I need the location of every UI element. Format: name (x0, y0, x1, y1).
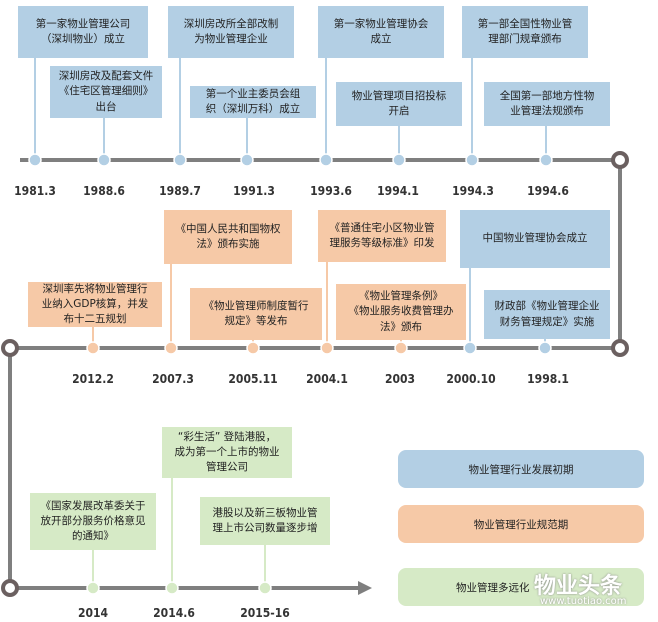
date-label: 2014.6 (153, 606, 195, 620)
timeline-arrowhead (358, 581, 372, 595)
timeline-node (164, 341, 178, 355)
date-label: 2015-16 (240, 606, 290, 620)
date-label: 2014 (77, 606, 109, 620)
date-label: 2000.10 (446, 372, 496, 386)
timeline-node (97, 153, 111, 167)
legend-item-early: 物业管理行业发展初期 (398, 450, 644, 488)
event-box: 《国家发展改革委关于 放开部分服务价格意见 的通知》 (30, 493, 156, 550)
timeline-corner-node (1, 339, 19, 357)
event-box: 财政部《物业管理企业 财务管理规定》实施 (484, 290, 610, 339)
date-label: 2004.1 (306, 372, 348, 386)
event-box: 深圳房改及配套文件 《住宅区管理细则》 出台 (50, 66, 162, 118)
event-box: “彩生活” 登陆港股， 成为第一个上市的物业 管理公司 (162, 427, 292, 478)
timeline-node (465, 153, 479, 167)
event-box: 物业管理项目招投标 开启 (336, 82, 462, 126)
event-box: 《物业管理师制度暂行 规定》等发布 (190, 288, 322, 340)
event-box: 中国物业管理协会成立 (460, 210, 610, 268)
date-label: 2005.11 (228, 372, 278, 386)
event-box: 第一家物业管理协会 成立 (318, 6, 444, 58)
timeline-node (258, 581, 272, 595)
watermark-url: www.tuotiao.com (540, 596, 627, 607)
event-box: 港股以及新三板物业管 理上市公司数量逐步增 (200, 497, 330, 545)
event-box: 深圳率先将物业管理行 业纳入GDP核算，并发 布十二五规划 (28, 282, 162, 327)
legend-item-diversified: 物业管理多远化 (398, 568, 644, 606)
timeline-corner-node (611, 339, 629, 357)
event-box: 全国第一部地方性物 业管理法规颁布 (484, 82, 610, 126)
timeline-node (240, 153, 254, 167)
date-label: 1998.1 (527, 372, 569, 386)
date-label: 2007.3 (152, 372, 194, 386)
date-label: 1988.6 (83, 184, 125, 198)
timeline-corner-node (611, 151, 629, 169)
date-label: 1994.6 (527, 184, 569, 198)
timeline-node (165, 581, 179, 595)
event-box: 第一个业主委员会组 织（深圳万科）成立 (190, 86, 316, 118)
event-box: 《物业管理条例》 《物业服务收费管理办 法》颁布 (336, 284, 466, 340)
event-box: 深圳房改所全部改制 为物业管理企业 (168, 6, 294, 58)
timeline-track (8, 158, 622, 590)
timeline-node (246, 341, 260, 355)
date-label: 2012.2 (72, 372, 114, 386)
timeline-node (392, 153, 406, 167)
timeline-node (28, 153, 42, 167)
timeline-corner-node (1, 579, 19, 597)
timeline-node (173, 153, 187, 167)
date-label: 1991.3 (233, 184, 275, 198)
legend-item-regulated: 物业管理行业规范期 (398, 505, 644, 543)
date-label: 1989.7 (159, 184, 201, 198)
date-label: 1994.3 (452, 184, 494, 198)
timeline-node (394, 341, 408, 355)
date-label: 2003 (384, 372, 416, 386)
timeline-node (463, 341, 477, 355)
event-box: 《普通住宅小区物业管 理服务等级标准》印发 (318, 210, 446, 262)
event-box: 《中国人民共和国物权 法》颁布实施 (164, 210, 292, 264)
timeline-node (538, 341, 552, 355)
timeline-node (320, 341, 334, 355)
timeline-node (86, 581, 100, 595)
timeline-node (86, 341, 100, 355)
timeline-node (319, 153, 333, 167)
watermark-text: 物业头条 (534, 574, 623, 599)
event-box: 第一家物业管理公司 （深圳物业）成立 (18, 6, 148, 58)
timeline-node (539, 153, 553, 167)
date-label: 1981.3 (14, 184, 56, 198)
date-label: 1993.6 (310, 184, 352, 198)
date-label: 1994.1 (377, 184, 419, 198)
event-box: 第一部全国性物业管 理部门规章颁布 (462, 6, 588, 58)
